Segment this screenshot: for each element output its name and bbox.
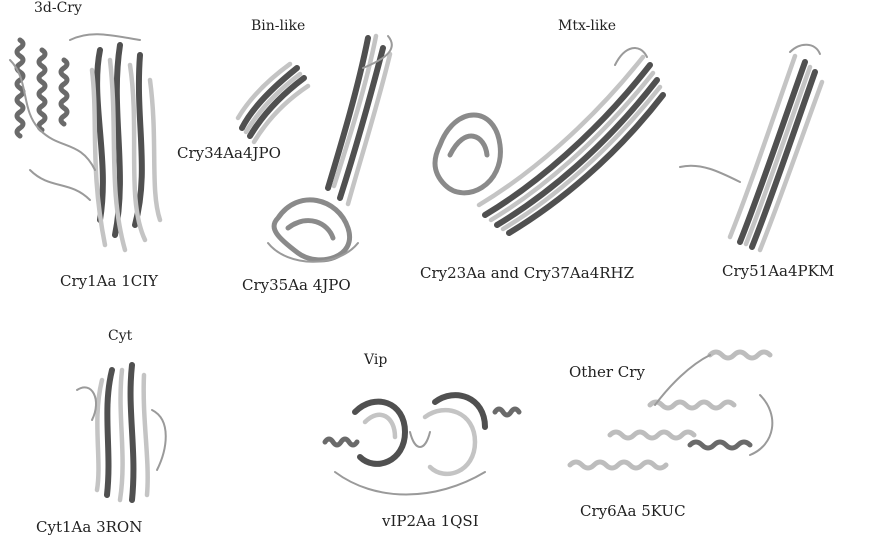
label-cry6aa-5kuc: Cry6Aa 5KUC [580, 502, 686, 520]
label-mtx-like: Mtx-like [558, 18, 616, 34]
label-cry35aa-4jpo: Cry35Aa 4JPO [242, 276, 351, 294]
label-cry34aa4jpo: Cry34Aa4JPO [177, 144, 281, 162]
cry1aa-structure [0, 20, 170, 260]
label-cry51aa4pkm: Cry51Aa4PKM [722, 262, 834, 280]
label-bin-like: Bin-like [251, 18, 305, 34]
label-vip2aa-1qsi: vIP2Aa 1QSI [382, 512, 479, 530]
cyt1aa-structure [72, 350, 182, 510]
label-vip: Vip [364, 352, 387, 368]
label-other-cry: Other Cry [569, 363, 645, 381]
cry51aa-structure [680, 42, 830, 257]
label-cry23aa-cry37aa: Cry23Aa and Cry37Aa4RHZ [420, 264, 634, 282]
label-cyt1aa-3ron: Cyt1Aa 3RON [36, 518, 142, 536]
cry23aa-cry37aa-structure [425, 45, 670, 245]
label-3d-cry: 3d-Cry [34, 0, 82, 16]
label-cry1aa-1ciy: Cry1Aa 1CIY [60, 272, 158, 290]
vip2aa-structure [315, 372, 525, 512]
label-cyt: Cyt [108, 328, 132, 344]
